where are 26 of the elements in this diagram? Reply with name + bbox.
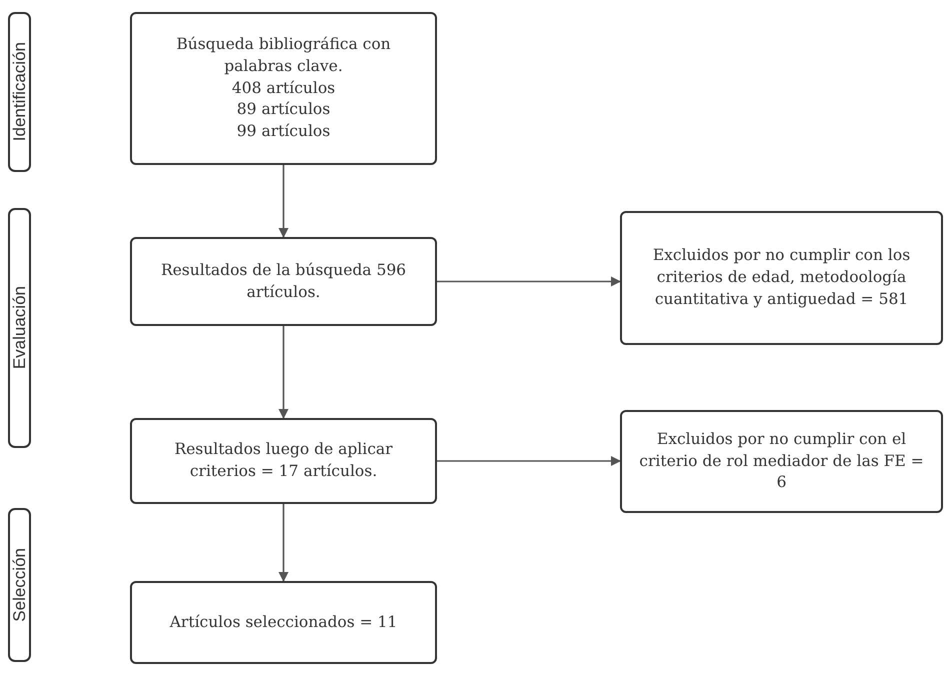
box-text: Excluidos por no cumplir con los criterios de edad, metodoología cuantitativa y antiguedad = 581 [652, 245, 912, 310]
stage-label [8, 12, 31, 172]
box-text: 89 artículos [236, 99, 330, 120]
arrow [437, 276, 621, 286]
box-text: Búsqueda bibliográfica con palabras clave. [175, 34, 392, 77]
arrow [437, 456, 621, 466]
stage-text: Evaluación [10, 286, 30, 370]
stage-text: Selección [10, 548, 30, 622]
box-text: 408 artículos [232, 78, 336, 99]
arrow [278, 165, 288, 238]
stage-text: Identificación [10, 42, 30, 142]
box-text: Artículos seleccionados = 11 [170, 612, 398, 633]
box-text: Resultados luego de aplicar criterios = 17 artículos. [173, 439, 394, 482]
stage-label [8, 508, 31, 662]
stage-label [8, 208, 31, 448]
process-box [130, 581, 437, 664]
arrow [278, 326, 288, 419]
process-box [130, 418, 437, 504]
process-box [620, 410, 943, 513]
box-text: Excluidos por no cumplir con el criterio de rol mediador de las FE = 6 [638, 428, 925, 494]
process-box [130, 12, 437, 165]
arrow [278, 504, 288, 582]
process-box [130, 237, 437, 326]
box-text: 99 artículos [236, 121, 330, 142]
box-text: Resultados de la búsqueda 596 artículos. [160, 260, 408, 302]
process-box [620, 211, 943, 345]
